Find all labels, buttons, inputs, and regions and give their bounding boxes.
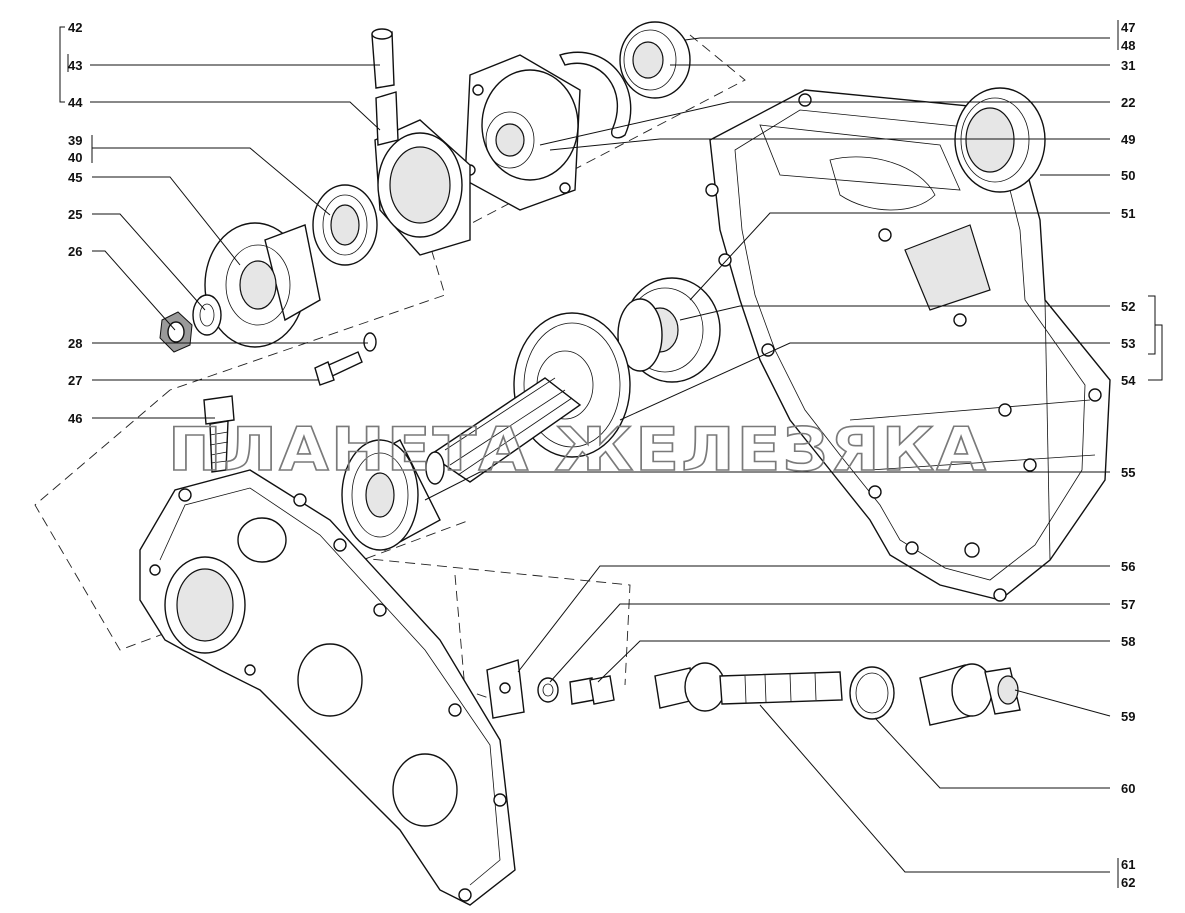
callout-44: 44 xyxy=(68,95,83,110)
callout-52: 52 xyxy=(1121,299,1135,314)
callout-47: 47 xyxy=(1121,20,1135,35)
callout-27: 27 xyxy=(68,373,82,388)
bearing-47-48 xyxy=(619,21,691,99)
callout-49: 49 xyxy=(1121,132,1135,147)
callout-28: 28 xyxy=(68,336,82,351)
gear-51-52 xyxy=(617,277,721,383)
plate-56 xyxy=(486,659,525,719)
bolt-27 xyxy=(314,351,363,386)
seal-39-40 xyxy=(312,184,378,266)
callout-45: 45 xyxy=(68,170,82,185)
callout-labels: 42 43 44 39 40 45 25 26 28 27 46 47 48 3… xyxy=(68,20,1136,890)
washer-28 xyxy=(363,332,377,352)
callout-46: 46 xyxy=(68,411,82,426)
bearing-55 xyxy=(341,439,441,551)
adapter-59 xyxy=(919,663,1021,726)
callout-50: 50 xyxy=(1121,168,1135,183)
callout-43: 43 xyxy=(68,58,82,73)
callout-60: 60 xyxy=(1121,781,1135,796)
speedometer-housing-44 xyxy=(374,91,471,256)
flange-45 xyxy=(204,222,321,348)
output-shaft-54 xyxy=(425,377,582,485)
callout-51: 51 xyxy=(1121,206,1135,221)
driven-gear-61-62 xyxy=(654,662,843,712)
snap-ring-31 xyxy=(559,51,632,139)
o-ring-60 xyxy=(849,666,895,720)
callout-22: 22 xyxy=(1121,95,1135,110)
bolt-58 xyxy=(569,675,615,705)
callout-42: 42 xyxy=(68,20,82,35)
callout-54: 54 xyxy=(1121,373,1136,388)
callout-31: 31 xyxy=(1121,58,1135,73)
callout-59: 59 xyxy=(1121,709,1135,724)
callout-57: 57 xyxy=(1121,597,1135,612)
bearing-cover-22 xyxy=(464,54,581,211)
callout-55: 55 xyxy=(1121,465,1135,480)
front-cover xyxy=(139,469,516,906)
pin-43 xyxy=(371,28,395,89)
callout-40: 40 xyxy=(68,150,82,165)
washer-57 xyxy=(537,677,559,703)
watermark-text: ПЛАНЕТА ЖЕЛЕЗЯКА xyxy=(168,415,988,485)
callout-58: 58 xyxy=(1121,634,1135,649)
callout-56: 56 xyxy=(1121,559,1135,574)
callout-53: 53 xyxy=(1121,336,1135,351)
callout-48: 48 xyxy=(1121,38,1135,53)
callout-25: 25 xyxy=(68,207,82,222)
callout-26: 26 xyxy=(68,244,82,259)
breather-46 xyxy=(203,395,235,473)
callout-61: 61 xyxy=(1121,857,1135,872)
callout-39: 39 xyxy=(68,133,82,148)
seal-50 xyxy=(954,87,1046,193)
leader-lines xyxy=(59,20,1163,888)
callout-62: 62 xyxy=(1121,875,1135,890)
transfer-case-housing xyxy=(705,89,1111,602)
